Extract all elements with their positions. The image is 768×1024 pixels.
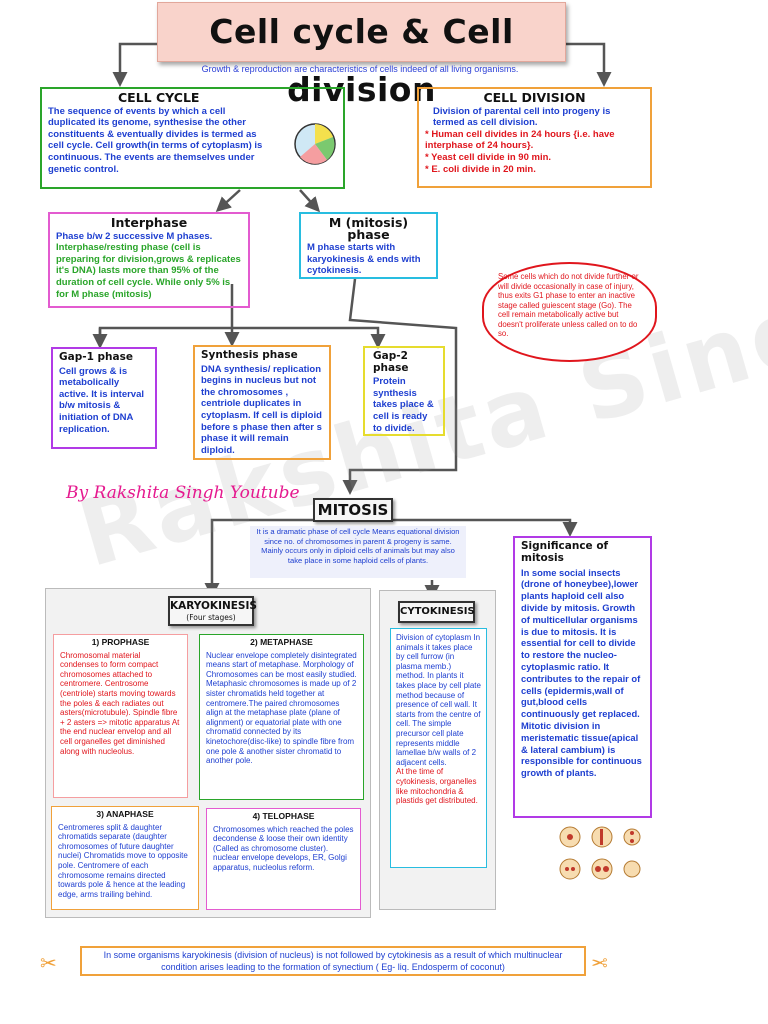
author-signature: By Rakshita Singh Youtube	[66, 483, 300, 503]
significance-text: In some social insects (drone of honeybe…	[521, 567, 644, 779]
gap1-text: Cell grows & is metabolically active. It…	[59, 366, 149, 436]
synthesis-title: Synthesis phase	[201, 350, 323, 362]
gap1-box: Gap-1 phase Cell grows & is metabolicall…	[51, 347, 157, 449]
page-title: Cell cycle & Cell division	[157, 2, 566, 62]
metaphase-title: 2) METAPHASE	[206, 638, 357, 648]
cytokinesis-red-text: At the time of cytokinesis, organelles l…	[396, 767, 481, 805]
cell-division-point: * Yeast cell divide in 90 min.	[425, 152, 644, 164]
prophase-text: Chromosomal material condenses to form c…	[60, 651, 181, 757]
interphase-text-1: Phase b/w 2 successive M phases.	[56, 231, 242, 243]
mitosis-title: MITOSIS	[313, 498, 393, 522]
scissors-left-icon: ✂	[40, 951, 57, 975]
anaphase-text: Centromeres split & daughter chromatids …	[58, 823, 192, 900]
telophase-title: 4) TELOPHASE	[213, 812, 354, 822]
m-phase-text: M phase starts with karyokinesis & ends …	[307, 242, 430, 277]
interphase-text-2: Interphase/resting phase (cell is prepar…	[56, 242, 242, 300]
gap2-box: Gap-2 phase Protein synthesis takes plac…	[363, 346, 445, 436]
scissors-right-icon: ✂	[591, 951, 608, 975]
cell-division-box: CELL DIVISION Division of parental cell …	[417, 87, 652, 188]
telophase-box: 4) TELOPHASE Chromosomes which reached t…	[206, 808, 361, 910]
page-subtitle: Growth & reproduction are characteristic…	[120, 64, 600, 74]
mitosis-stages-illustration	[556, 823, 646, 891]
interphase-title: Interphase	[56, 217, 242, 229]
prophase-box: 1) PROPHASE Chromosomal material condens…	[53, 634, 188, 798]
anaphase-title: 3) ANAPHASE	[58, 810, 192, 820]
karyokinesis-title: KARYOKINESIS	[170, 600, 252, 612]
footer-note: In some organisms karyokinesis (division…	[80, 946, 586, 976]
cytokinesis-text: Division of cytoplasm In animals it take…	[396, 633, 481, 767]
significance-title: Significance of mitosis	[521, 541, 644, 565]
cell-division-text: Division of parental cell into progeny i…	[425, 106, 644, 129]
significance-box: Significance of mitosis In some social i…	[513, 536, 652, 818]
interphase-box: Interphase Phase b/w 2 successive M phas…	[48, 212, 250, 308]
cell-cycle-wheel-icon	[292, 121, 338, 167]
metaphase-box: 2) METAPHASE Nuclear envelope completely…	[199, 634, 364, 800]
karyokinesis-title-tag: KARYOKINESIS (Four stages)	[168, 596, 254, 626]
gap1-title: Gap-1 phase	[59, 352, 149, 364]
karyokinesis-subtitle: (Four stages)	[170, 612, 252, 624]
m-phase-title: M (mitosis) phase	[307, 217, 430, 240]
gap2-text: Protein synthesis takes place & cell is …	[373, 376, 437, 434]
telophase-text: Chromosomes which reached the poles deco…	[213, 825, 354, 873]
cell-cycle-box: CELL CYCLE The sequence of events by whi…	[40, 87, 345, 189]
cell-cycle-title: CELL CYCLE	[48, 92, 273, 104]
synthesis-text: DNA synthesis/ replication begins in nuc…	[201, 364, 323, 457]
gap2-title: Gap-2 phase	[373, 351, 437, 374]
m-phase-box: M (mitosis) phase M phase starts with ka…	[299, 212, 438, 279]
cell-division-point: * Human cell divides in 24 hours {i.e. h…	[425, 129, 644, 152]
cell-division-point: * E. coli divide in 20 min.	[425, 164, 644, 176]
cell-cycle-text: The sequence of events by which a cell d…	[48, 106, 273, 176]
g0-note-text: Some cells which do not divide further o…	[498, 272, 638, 338]
g0-note-cloud: Some cells which do not divide further o…	[482, 262, 657, 362]
metaphase-text: Nuclear envelope completely disintegrate…	[206, 651, 357, 766]
synthesis-box: Synthesis phase DNA synthesis/ replicati…	[193, 345, 331, 460]
cytokinesis-box: Division of cytoplasm In animals it take…	[390, 628, 487, 868]
cytokinesis-title: CYTOKINESIS	[398, 601, 475, 623]
anaphase-box: 3) ANAPHASE Centromeres split & daughter…	[51, 806, 199, 910]
mitosis-text: It is a dramatic phase of cell cycle Mea…	[250, 526, 466, 578]
prophase-title: 1) PROPHASE	[60, 638, 181, 648]
cell-division-title: CELL DIVISION	[425, 92, 644, 104]
